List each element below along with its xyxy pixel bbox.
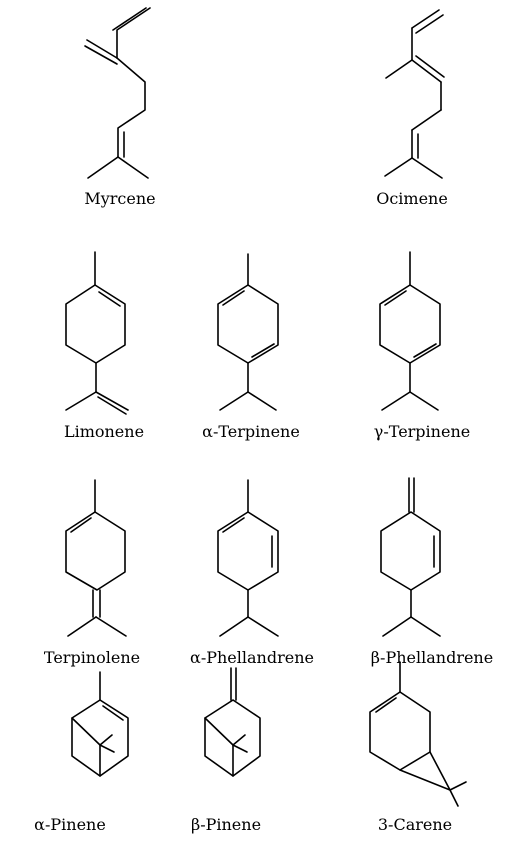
- molecule-name: Terpinolene: [43, 648, 141, 667]
- molecule-name: β-Pinene: [190, 815, 262, 834]
- molecule-name: α-Terpinene: [202, 422, 300, 441]
- molecule-name: 3-Carene: [377, 815, 453, 834]
- molecule-name: γ-Terpinene: [373, 422, 471, 441]
- molecule-name: Ocimene: [376, 189, 448, 208]
- molecule-name: α-Phellandrene: [190, 648, 314, 667]
- molecule-name: Myrcene: [84, 189, 156, 208]
- molecule-name: β-Phellandrene: [370, 648, 494, 667]
- molecule-name: Limonene: [63, 422, 145, 441]
- molecule-name: α-Pinene: [34, 815, 106, 834]
